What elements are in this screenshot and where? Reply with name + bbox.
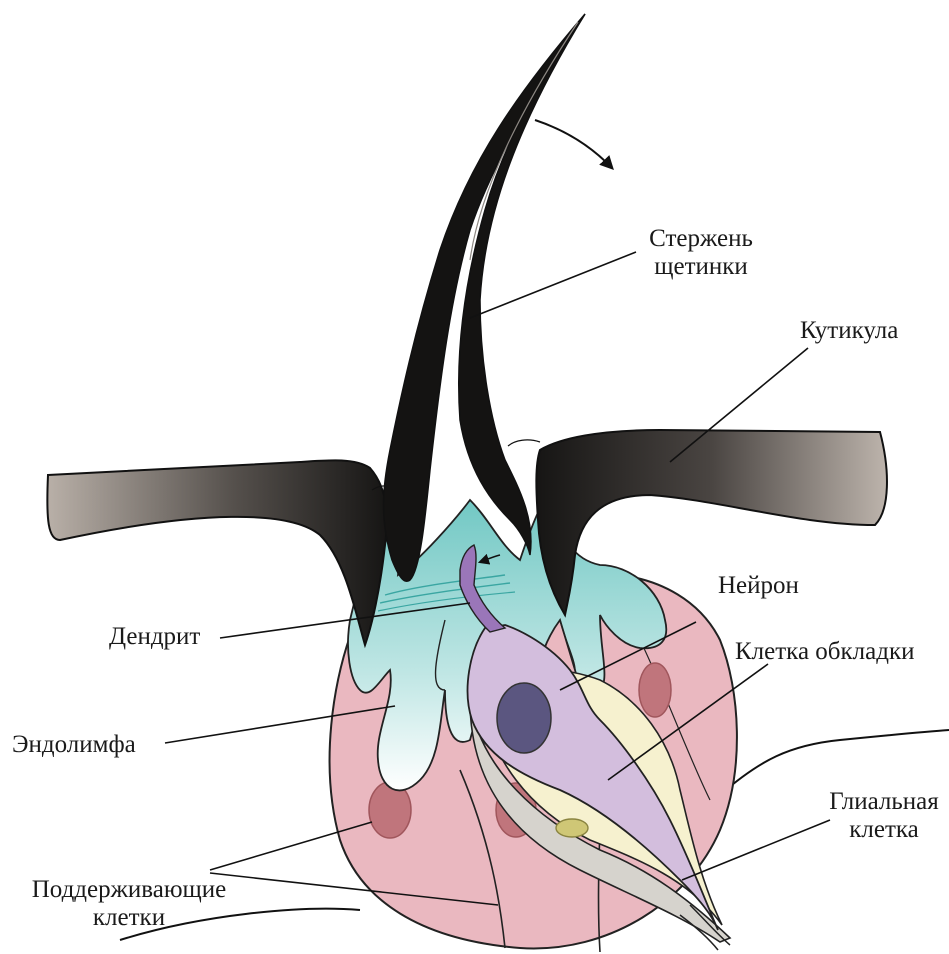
label-sheath: Клетка обкладки — [735, 638, 914, 666]
leader-shaft — [470, 252, 636, 318]
label-supporting-line2: клетки — [18, 904, 240, 932]
label-glial-line2: клетка — [820, 816, 948, 844]
socket-membrane-right — [508, 440, 540, 446]
label-neuron: Нейрон — [718, 572, 799, 600]
movement-arrow — [535, 120, 612, 168]
support-nucleus-3 — [639, 663, 671, 717]
neuron-nucleus — [497, 683, 551, 753]
label-cuticle: Кутикула — [800, 317, 898, 345]
label-dendrite: Дендрит — [109, 623, 200, 651]
label-supporting-line1: Поддерживающие — [18, 876, 240, 904]
label-shaft: Стержень щетинки — [636, 225, 766, 281]
sheath-nucleus — [556, 819, 588, 837]
label-supporting: Поддерживающие клетки — [18, 876, 240, 932]
cuticle-left — [47, 460, 387, 645]
label-endolymph: Эндолимфа — [12, 731, 136, 759]
label-glial-line1: Глиальная — [820, 788, 948, 816]
label-glial: Глиальная клетка — [820, 788, 948, 844]
body-outline-right — [720, 730, 949, 795]
label-shaft-line1: Стержень — [636, 225, 766, 253]
label-shaft-line2: щетинки — [636, 253, 766, 281]
